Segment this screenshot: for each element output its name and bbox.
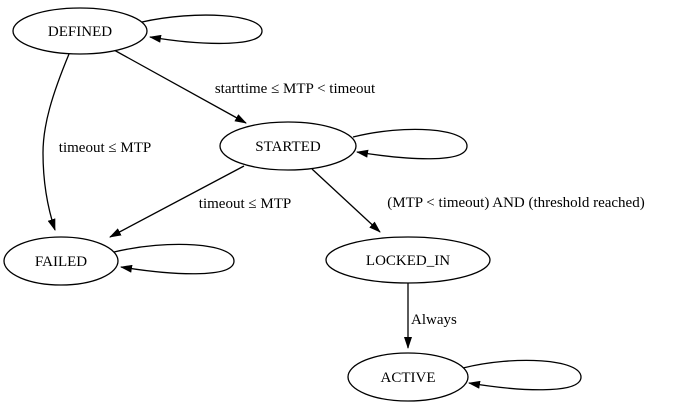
self-loop-started bbox=[352, 128, 468, 160]
edge-label-defined-to-started: starttime ≤ MTP < timeout bbox=[215, 81, 376, 97]
state-failed-shape bbox=[3, 236, 119, 286]
self-loop-defined bbox=[141, 14, 263, 45]
self-loop-failed bbox=[113, 243, 235, 275]
state-active-shape bbox=[347, 352, 469, 402]
edge-defined-to-started bbox=[113, 49, 247, 124]
self-loop-active bbox=[462, 359, 582, 391]
state-started-shape bbox=[219, 121, 357, 171]
edge-defined-to-failed bbox=[42, 53, 70, 231]
state-started-label: STARTED bbox=[255, 139, 321, 155]
state-locked-in-label: LOCKED_IN bbox=[366, 253, 450, 269]
edge-label-defined-to-failed: timeout ≤ MTP bbox=[59, 140, 151, 156]
edge-label-started-to-locked-in: (MTP < timeout) AND (threshold reached) bbox=[387, 195, 644, 211]
edge-label-started-to-failed: timeout ≤ MTP bbox=[199, 196, 291, 212]
edge-started-to-failed bbox=[109, 165, 245, 238]
state-defined-shape bbox=[12, 7, 148, 55]
edge-started-to-locked-in bbox=[311, 168, 381, 233]
state-defined-label: DEFINED bbox=[48, 24, 112, 40]
state-failed-label: FAILED bbox=[35, 254, 87, 270]
edge-label-locked-in-to-active: Always bbox=[411, 312, 457, 328]
state-active-label: ACTIVE bbox=[381, 370, 436, 386]
state-locked-in-shape bbox=[325, 236, 491, 284]
